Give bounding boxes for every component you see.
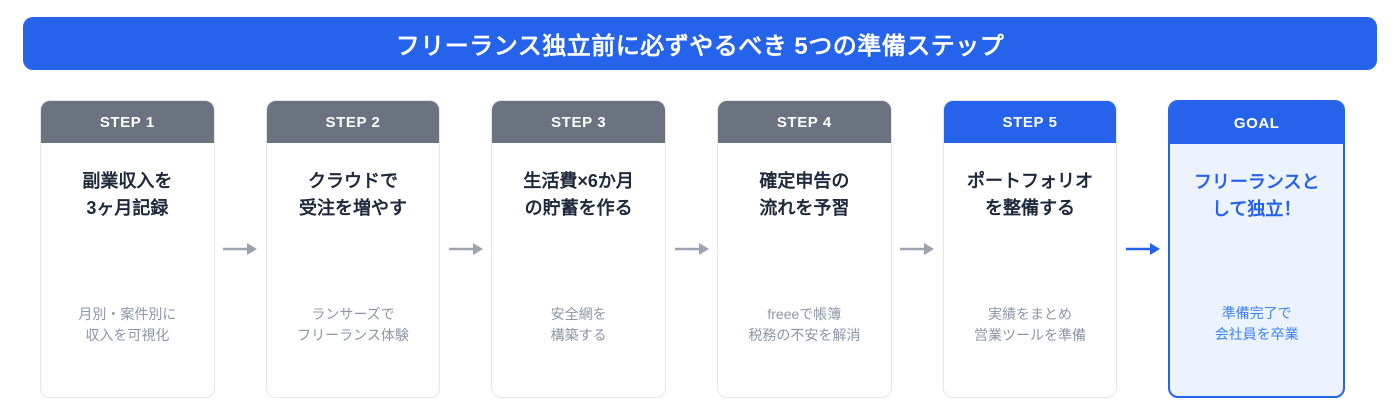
step-card-3: STEP 3 生活費×6か月 の貯蓄を作る 安全網を 構築する: [491, 100, 667, 398]
step-card-body: ポートフォリオ を整備する 実績をまとめ 営業ツールを準備: [944, 143, 1117, 397]
step-card-body: 生活費×6か月 の貯蓄を作る 安全網を 構築する: [492, 143, 665, 397]
title-banner: フリーランス独立前に必ずやるべき 5つの準備ステップ: [23, 17, 1377, 70]
step-badge: STEP 4: [718, 101, 891, 143]
goal-card-body: フリーランスと して独立！ 準備完了で 会社員を卒業: [1170, 144, 1343, 396]
goal-subtitle: 準備完了で 会社員を卒業: [1214, 304, 1299, 343]
arrow-right-icon: [892, 100, 943, 398]
step-subtitle: ランサーズで フリーランス体験: [297, 305, 409, 344]
step-badge: STEP 2: [266, 101, 440, 143]
step-subtitle: 月別・案件別に 収入を可視化: [78, 305, 177, 344]
step-badge: STEP 3: [492, 101, 666, 143]
arrow-right-icon: [666, 100, 717, 398]
step-title: ポートフォリオ を整備する: [967, 171, 1094, 218]
arrow-right-icon: [440, 100, 491, 398]
step-card-body: クラウドで 受注を増やす ランサーズで フリーランス体験: [267, 143, 440, 397]
arrow-right-icon: [215, 100, 266, 398]
step-badge: STEP 5: [943, 101, 1117, 143]
step-card-5: STEP 5 ポートフォリオ を整備する 実績をまとめ 営業ツールを準備: [942, 100, 1118, 398]
goal-badge: GOAL: [1170, 102, 1344, 144]
step-subtitle: 安全網を 構築する: [550, 305, 607, 344]
step-title: クラウドで 受注を増やす: [299, 171, 407, 218]
step-card-body: 副業収入を 3ヶ月記録 月別・案件別に 収入を可視化: [41, 143, 214, 397]
arrow-right-icon: [1117, 100, 1168, 398]
steps-flow: STEP 1 副業収入を 3ヶ月記録 月別・案件別に 収入を可視化 STEP 2…: [40, 100, 1346, 398]
step-card-body: 確定申告の 流れを予習 freeeで帳簿 税務の不安を解消: [718, 143, 891, 397]
step-subtitle: 実績をまとめ 営業ツールを準備: [974, 305, 1087, 344]
goal-card: GOAL フリーランスと して独立！ 準備完了で 会社員を卒業: [1168, 100, 1346, 398]
step-card-2: STEP 2 クラウドで 受注を増やす ランサーズで フリーランス体験: [265, 100, 441, 398]
step-title: 確定申告の 流れを予習: [759, 171, 850, 218]
goal-title: フリーランスと して独立！: [1193, 172, 1320, 219]
step-badge: STEP 1: [41, 101, 214, 143]
step-title: 生活費×6か月 の貯蓄を作る: [523, 171, 634, 218]
step-title: 副業収入を 3ヶ月記録: [82, 171, 173, 218]
page-title: フリーランス独立前に必ずやるべき 5つの準備ステップ: [395, 33, 1005, 60]
step-subtitle: freeeで帳簿 税務の不安を解消: [748, 305, 861, 344]
step-card-4: STEP 4 確定申告の 流れを予習 freeeで帳簿 税務の不安を解消: [717, 100, 892, 398]
step-card-1: STEP 1 副業収入を 3ヶ月記録 月別・案件別に 収入を可視化: [40, 100, 215, 398]
